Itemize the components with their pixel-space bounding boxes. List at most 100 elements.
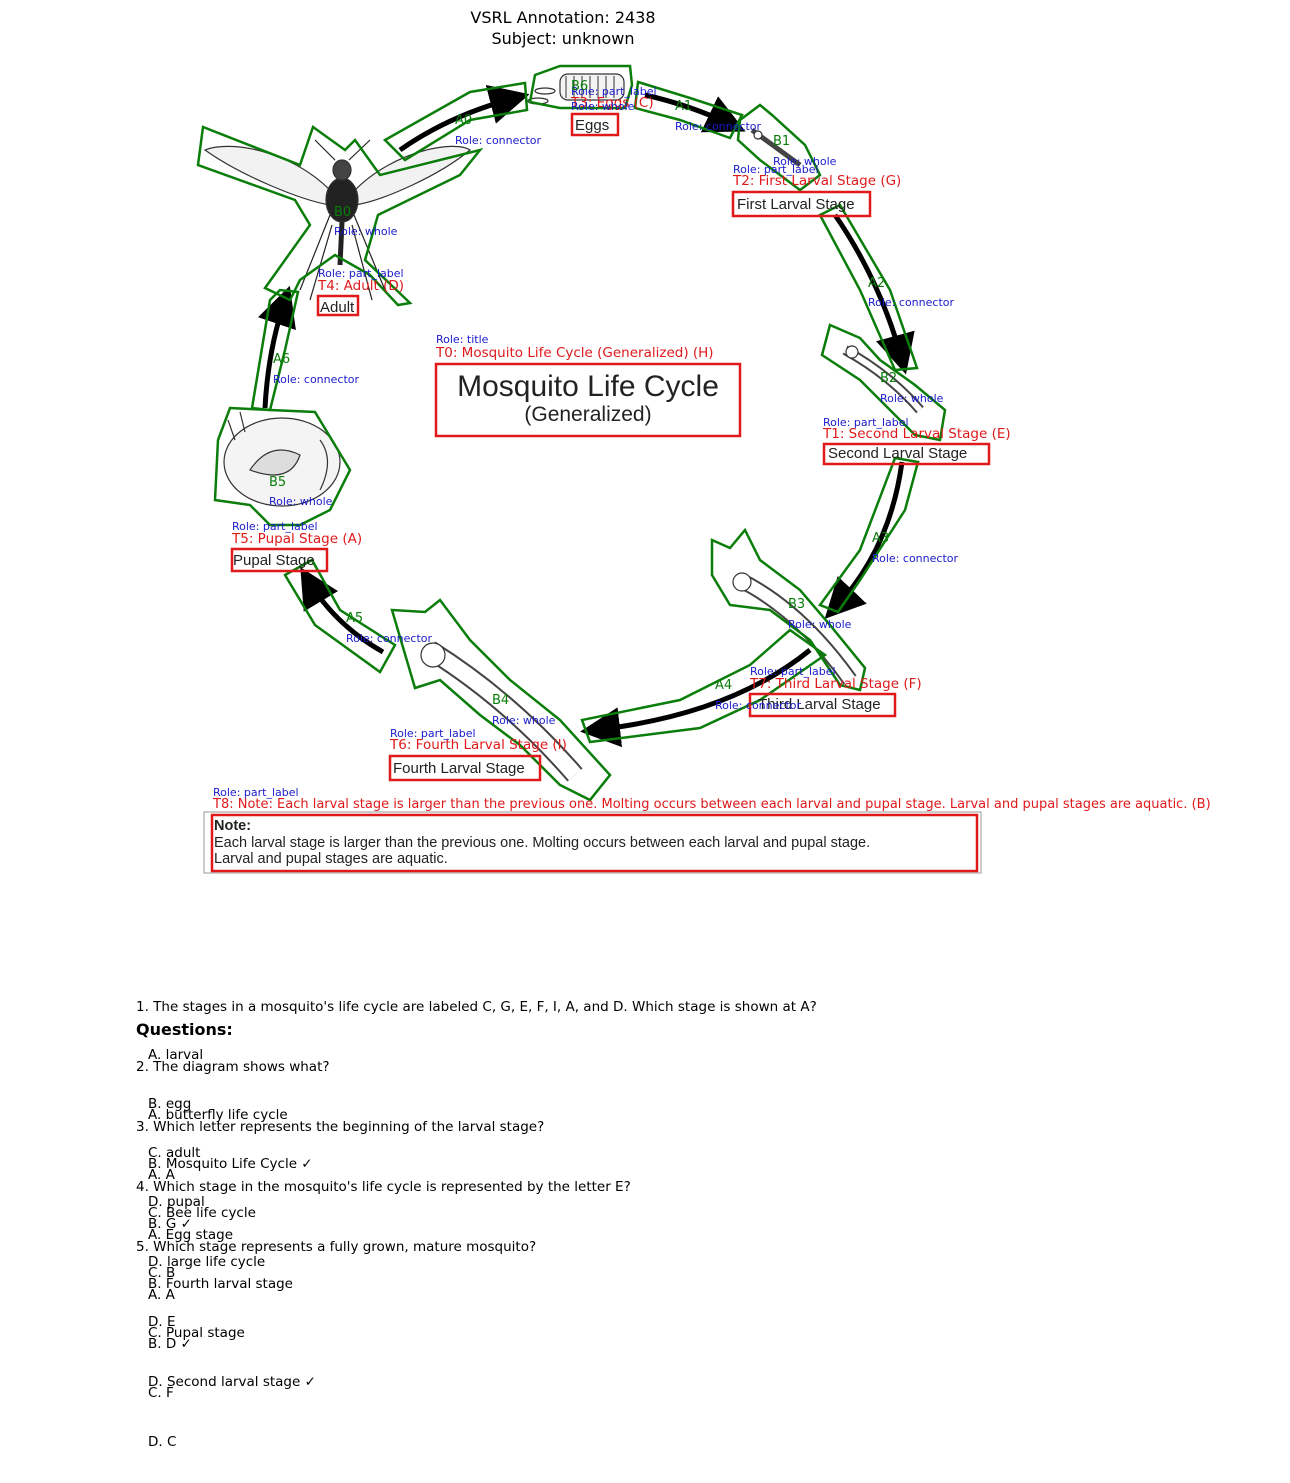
- role-a4: Role: connector: [715, 699, 801, 712]
- caption-t6: T6: Fourth Larval Stage (I): [389, 737, 567, 753]
- answer-option: C. F: [148, 1385, 174, 1402]
- blob-b4-fourth-larva-outline: [390, 598, 612, 802]
- question-text: 2. The diagram shows what?: [136, 1058, 330, 1075]
- role-t6: Role: part_label: [390, 727, 476, 740]
- question-text: 5. Which stage represents a fully grown,…: [136, 1238, 537, 1255]
- id-b3: B3: [788, 597, 805, 612]
- blob-b6-eggs-outline: [528, 64, 634, 110]
- diagram-labels: Eggs First Larval Stage Second Larval St…: [203, 117, 982, 874]
- answer-option: B. Mosquito Life Cycle ✓: [148, 1156, 313, 1173]
- role-t1: Role: part_label: [823, 416, 909, 429]
- note-title: Note:: [214, 818, 251, 834]
- id-b4: B4: [492, 693, 509, 708]
- answer-option: C. Bee life cycle: [148, 1205, 256, 1222]
- arrow-a0-outline: [382, 81, 529, 162]
- arrow-a6-outline: [250, 288, 300, 412]
- caption-t0: T0: Mosquito Life Cycle (Generalized) (H…: [435, 345, 714, 361]
- annotation-figure: VSRL Annotation: 2438 Subject: unknown: [136, 8, 1211, 1450]
- answer-option: B. D ✓: [148, 1336, 192, 1353]
- note-frame: [203, 811, 982, 874]
- role-a5: Role: connector: [346, 632, 432, 645]
- third-larva-drawing: [732, 572, 857, 685]
- role-t3: Role: part_label: [571, 85, 657, 98]
- arrow-a2-outline: [818, 203, 919, 372]
- tbox-t6-fourth: [388, 754, 542, 782]
- caption-t8: T8: Note: Each larval stage is larger th…: [212, 797, 1211, 812]
- question-3: 3. Which letter represents the beginning…: [136, 1086, 544, 1363]
- arrow-a4-outline: [580, 628, 828, 744]
- arrow-a5-shape: [300, 567, 385, 655]
- arrow-a2-shape: [832, 213, 915, 375]
- id-a3: A3: [872, 531, 889, 546]
- question-text: 4. Which stage in the mosquito's life cy…: [136, 1178, 631, 1195]
- label-pupal: Pupal Stage: [233, 552, 315, 569]
- role-t4: Role: part_label: [318, 267, 404, 280]
- blob-b1-first-larva-outline: [736, 103, 822, 192]
- text-box-annotations: [210, 112, 991, 873]
- answer-option: B. G ✓: [148, 1216, 192, 1233]
- question-text: 1. The stages in a mosquito's life cycle…: [136, 998, 817, 1015]
- second-larva-drawing: [842, 345, 924, 414]
- role-a6: Role: connector: [273, 373, 359, 386]
- arrow-a1-shape: [644, 92, 746, 133]
- question-2: 2. The diagram shows what? A. butterfly …: [136, 1026, 330, 1303]
- tbox-t2-first: [731, 190, 872, 218]
- id-a1: A1: [675, 99, 692, 114]
- answer-option: A. butterfly life cycle: [148, 1107, 288, 1124]
- label-fourth-larval: Fourth Larval Stage: [393, 760, 525, 777]
- answer-option: D. large life cycle: [148, 1254, 266, 1271]
- arrow-a4-shape: [580, 648, 812, 748]
- tbox-t5-pupal: [230, 547, 329, 573]
- answer-option: A. Egg stage: [148, 1227, 234, 1244]
- caption-t2: T2: First Larval Stage (G): [732, 173, 901, 189]
- role-a0: Role: connector: [455, 134, 541, 147]
- id-b0: B0: [334, 205, 351, 220]
- note-line-1: Each larval stage is larger than the pre…: [214, 835, 870, 851]
- question-text: 3. Which letter represents the beginning…: [136, 1118, 545, 1135]
- id-a2: A2: [868, 276, 885, 291]
- tbox-t3-eggs: [570, 112, 620, 137]
- role-t2: Role: part_label: [733, 163, 819, 176]
- role-t5: Role: part_label: [232, 520, 318, 533]
- fourth-larva-drawing: [420, 641, 583, 782]
- arrow-a3-shape: [824, 461, 905, 619]
- caption-t4: T4: Adult (D): [317, 278, 404, 294]
- figure-subtitle: Subject: unknown: [491, 29, 635, 48]
- id-b1: B1: [773, 134, 790, 149]
- role-b5: Role: whole: [269, 495, 333, 508]
- diagram-title-sub: (Generalized): [524, 403, 651, 426]
- arrow-a0-shape: [398, 84, 530, 153]
- role-a2: Role: connector: [868, 296, 954, 309]
- label-second-larval: Second Larval Stage: [828, 445, 967, 462]
- answer-option: C. adult: [148, 1145, 201, 1162]
- label-first-larval: First Larval Stage: [737, 196, 855, 213]
- tbox-t7-third: [748, 692, 897, 718]
- blob-b5-pupa-outline: [213, 406, 352, 527]
- answer-option: C. B: [148, 1265, 176, 1282]
- label-eggs: Eggs: [575, 117, 609, 134]
- tbox-t8-note: [210, 813, 979, 873]
- id-a6: A6: [273, 352, 290, 367]
- pupa-drawing: [223, 411, 341, 507]
- question-1: 1. The stages in a mosquito's life cycle…: [136, 966, 817, 1243]
- blob-outlines: [196, 64, 947, 802]
- role-t7: Role: part_label: [750, 665, 836, 678]
- questions-title: Questions:: [136, 1020, 233, 1039]
- answer-option: D. pupal: [148, 1194, 205, 1211]
- role-b0: Role: whole: [334, 225, 398, 238]
- role-labels: Role: title Role: part_label Role: part_…: [213, 85, 958, 799]
- question-5: 5. Which stage represents a fully grown,…: [136, 1206, 536, 1483]
- blob-b3-third-larva-outline: [710, 527, 867, 692]
- arrow-a5-outline: [283, 558, 397, 674]
- cycle-arrows: [258, 84, 915, 748]
- answer-option: B. Fourth larval stage: [148, 1276, 293, 1293]
- blob-b2-second-larva-outline: [820, 323, 947, 442]
- arrow-a3-outline: [818, 456, 920, 614]
- arrow-a6-shape: [258, 285, 296, 409]
- tbox-t1-second: [822, 442, 991, 466]
- label-third-larval: Third Larval Stage: [758, 696, 881, 713]
- role-b3: Role: whole: [788, 618, 852, 631]
- element-ids: A0 A1 A2 A3 A4 A5 A6 B0 B1 B2 B3 B4 B5 B…: [269, 79, 897, 708]
- role-b4: Role: whole: [492, 714, 556, 727]
- answer-option: D. C: [148, 1434, 177, 1451]
